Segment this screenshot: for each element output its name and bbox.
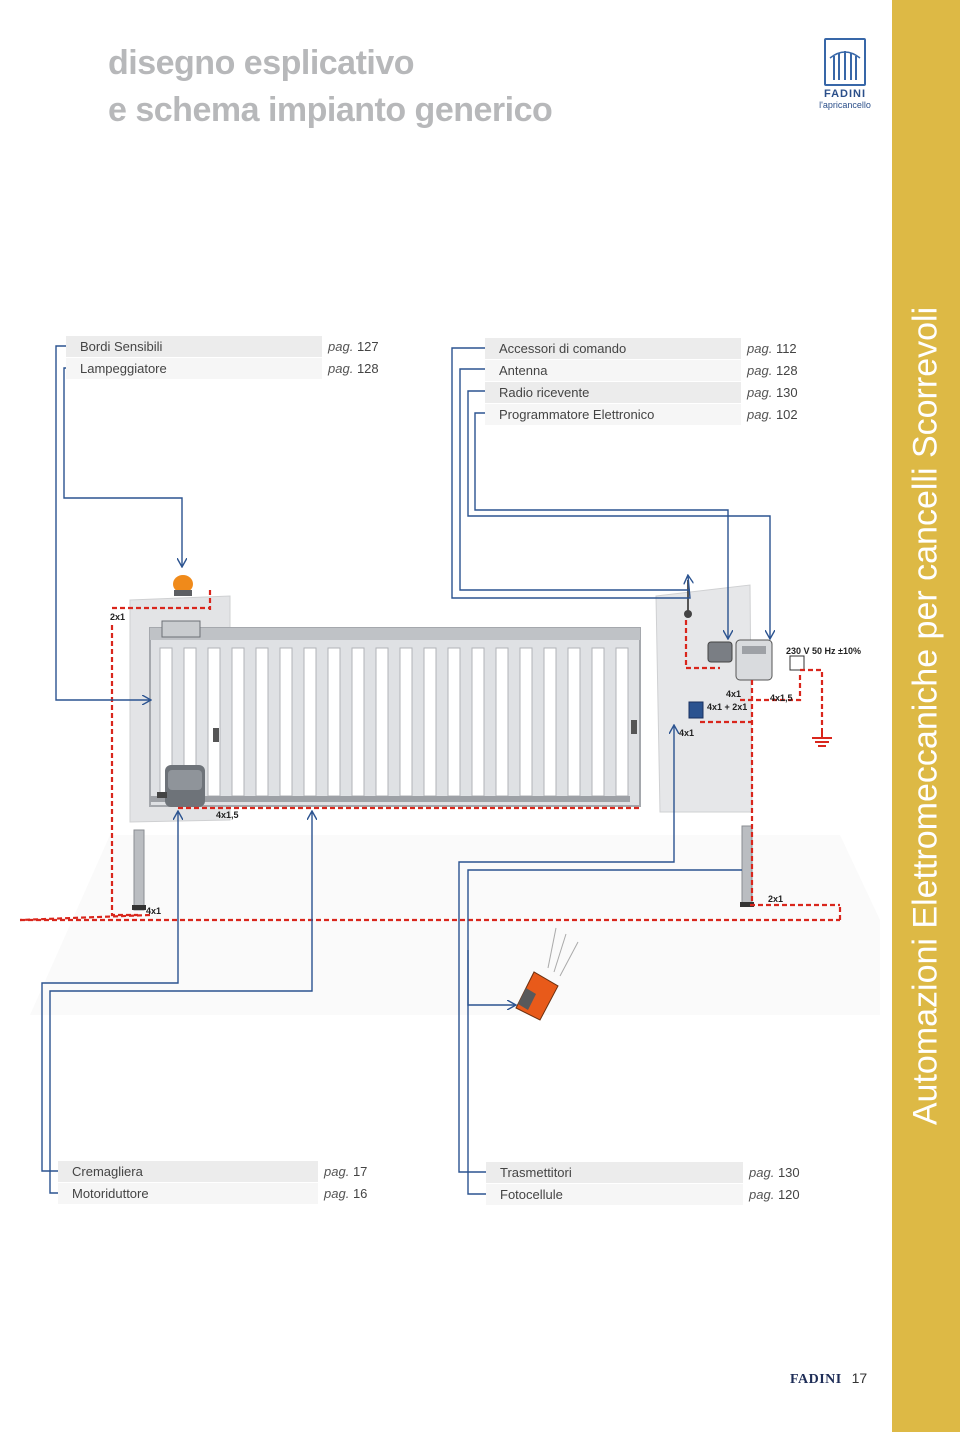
- mains-label: 230 V 50 Hz ±10%: [786, 646, 861, 656]
- table-row: Trasmettitori pag. 130: [486, 1162, 823, 1183]
- table-row: Radio ricevente pag. 130: [485, 382, 822, 403]
- sidebar-band: [892, 0, 960, 1432]
- gate-frame: [149, 627, 641, 807]
- table-row: Cremagliera pag. 17: [58, 1161, 395, 1182]
- gate-plate: [161, 620, 201, 638]
- page-footer: FADINI 17: [790, 1370, 867, 1388]
- programmer-box-icon: [735, 639, 773, 681]
- cable-label: 4x1: [146, 906, 161, 916]
- key-selector-icon: [688, 701, 704, 719]
- page-title: disegno esplicativo e schema impianto ge…: [108, 40, 553, 134]
- cable-label: 2x1: [110, 612, 125, 622]
- row-page: pag. 16: [318, 1183, 395, 1204]
- table-row: Programmatore Elettronico pag. 102: [485, 404, 822, 425]
- gate-bars: [159, 647, 629, 797]
- row-label: Bordi Sensibili: [80, 339, 163, 354]
- table-row: Bordi Sensibili pag. 127: [66, 336, 404, 357]
- rack-rail: [150, 796, 630, 802]
- fuse-switch-icon: [789, 655, 805, 671]
- row-label: Programmatore Elettronico: [499, 407, 655, 422]
- table-row: Antenna pag. 128: [485, 360, 822, 381]
- table-row: Lampeggiatore pag. 128: [66, 358, 404, 379]
- row-label: Trasmettitori: [500, 1165, 572, 1180]
- row-page: pag. 130: [743, 1162, 823, 1183]
- row-label: Motoriduttore: [72, 1186, 149, 1201]
- table-row: Motoriduttore pag. 16: [58, 1183, 395, 1204]
- sidebar-title: Automazioni Elettromeccaniche per cancel…: [906, 306, 945, 1126]
- leader-lines: [41, 345, 770, 1195]
- cable-label: 4x1: [679, 728, 694, 738]
- row-page: pag. 102: [741, 404, 822, 425]
- blinker-lamp-icon: [173, 575, 193, 596]
- footer-brand: FADINI: [790, 1372, 842, 1387]
- table-row: Fotocellule pag. 120: [486, 1184, 823, 1205]
- row-page: pag. 128: [741, 360, 822, 381]
- ground-symbol-icon: [812, 728, 832, 747]
- cable-label: 4x1,5: [216, 810, 239, 820]
- cable-routes: [19, 590, 842, 922]
- row-page: pag. 17: [318, 1161, 395, 1182]
- page-number: 17: [851, 1370, 868, 1386]
- cable-label: 2x1: [768, 894, 783, 904]
- cable-label: 4x1,5: [770, 693, 793, 703]
- row-page: pag. 127: [322, 336, 404, 357]
- brand-logo: FADINI l'apricancello: [815, 38, 875, 110]
- cable-label: 4x1 + 2x1: [707, 702, 747, 712]
- gate-logo-icon: [824, 38, 866, 86]
- title-line-2: e schema impianto generico: [108, 91, 553, 129]
- photocell-left-icon: [132, 829, 146, 911]
- row-page: pag. 120: [743, 1184, 823, 1205]
- row-label: Accessori di comando: [499, 341, 627, 356]
- row-label: Radio ricevente: [499, 385, 590, 400]
- row-label: Fotocellule: [500, 1187, 563, 1202]
- row-label: Lampeggiatore: [80, 361, 167, 376]
- motor-icon: [157, 765, 205, 807]
- title-line-1: disegno esplicativo: [108, 44, 415, 82]
- row-page: pag. 128: [322, 358, 404, 379]
- row-page: pag. 130: [741, 382, 822, 403]
- ground-area: [30, 835, 880, 1015]
- row-page: pag. 112: [741, 338, 822, 359]
- transmitter-icon: [515, 927, 579, 1021]
- row-label: Antenna: [499, 363, 548, 378]
- row-label: Cremagliera: [72, 1164, 143, 1179]
- antenna-icon: [684, 580, 692, 618]
- brand-name: FADINI: [823, 88, 867, 100]
- gate-diagram: 2x1 4x1,5 4x1 4x1 4x1 + 2x1 4x1 4x1,5 2x…: [19, 345, 880, 1195]
- receiver-box-icon: [707, 641, 733, 663]
- table-row: Accessori di comando pag. 112: [485, 338, 822, 359]
- brand-tagline: l'apricancello: [819, 100, 871, 110]
- cable-label: 4x1: [726, 689, 741, 699]
